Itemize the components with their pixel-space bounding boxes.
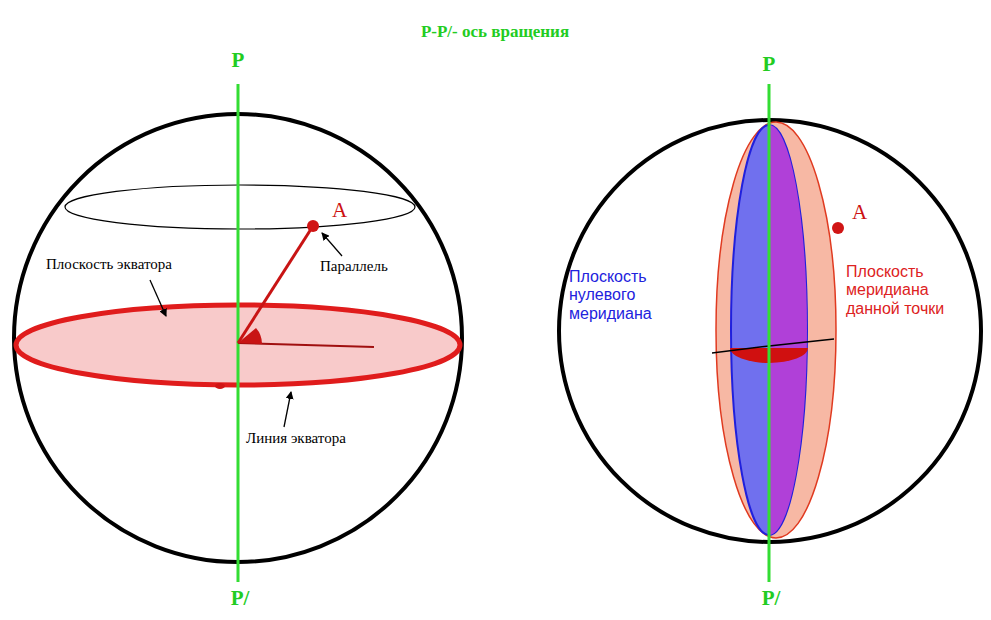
point-label: A — [332, 198, 347, 222]
plane-label: Плоскость меридиана данной точки — [846, 263, 984, 318]
plane-label: Плоскость нулевого меридиана — [569, 268, 681, 323]
pole-label: P/ — [762, 586, 781, 610]
equator-dot — [215, 383, 225, 389]
part-label: Линия экватора — [246, 430, 346, 447]
point-label: A — [852, 200, 867, 224]
meridian-overlap — [769, 125, 807, 535]
pole-label: P — [232, 48, 245, 72]
radius-line — [769, 339, 834, 346]
point-radius — [238, 226, 313, 343]
leader-line — [284, 392, 291, 427]
pole-label: P — [763, 52, 776, 76]
leader-line — [150, 280, 166, 316]
diagram-title: P-P/- ось вращения — [421, 22, 569, 42]
rotation-axis — [237, 84, 240, 582]
radius-line — [712, 346, 769, 353]
parallel-circle — [65, 185, 415, 229]
point-a — [307, 220, 319, 232]
rotation-axis — [768, 84, 771, 582]
leader-line — [322, 233, 342, 256]
point-a — [832, 222, 844, 234]
point-meridian-plane — [716, 122, 836, 538]
part-label: Плоскость экватора — [46, 256, 172, 273]
part-label: Параллель — [320, 258, 388, 275]
pole-label: P/ — [231, 586, 250, 610]
